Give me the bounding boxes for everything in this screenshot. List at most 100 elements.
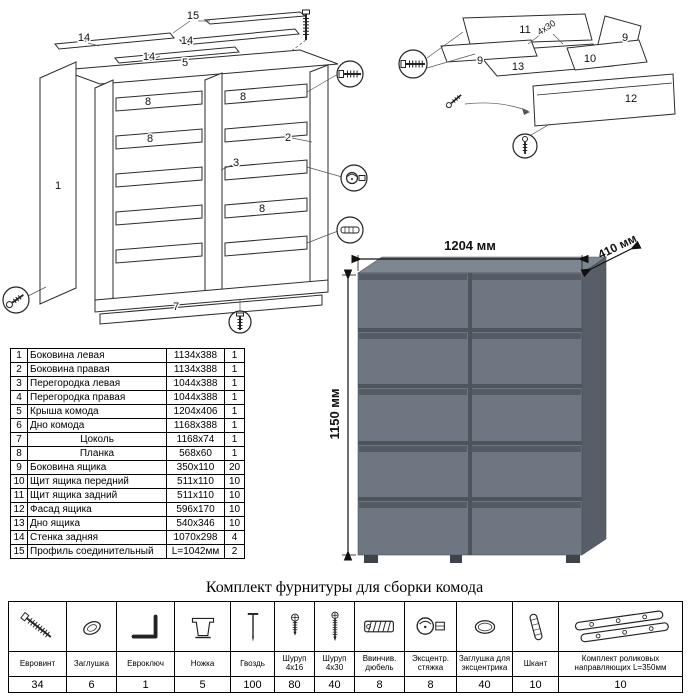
part-number-cell: 6 [10, 418, 28, 433]
part-size-cell: 1168x388 [166, 418, 225, 433]
body-left-wall-shape [94, 79, 114, 307]
part-qty-cell: 10 [224, 502, 245, 517]
drawer-front-shield-shape [566, 39, 648, 71]
part-callout-3: 3 [233, 157, 239, 169]
part-callout-13: 13 [512, 61, 524, 73]
screw-long-icon [330, 611, 339, 641]
part-callout-8a: 8 [145, 96, 151, 108]
part-number-cell: 3 [10, 376, 28, 391]
drawer-exploded-diagram: 11 9 9 13 10 12 4x30 [398, 13, 676, 159]
part-number-cell: 13 [10, 516, 28, 531]
part-qty-cell: 1 [224, 362, 245, 377]
part-callout-14c: 14 [143, 51, 155, 63]
part-size-cell: 1044x388 [166, 390, 225, 405]
part-size-cell: L=1042мм [166, 544, 225, 559]
part-name-cell: Дно комода [27, 418, 167, 433]
part-name-cell: Дно ящика [27, 516, 167, 531]
part-callout-8d: 8 [259, 203, 265, 215]
hardware-item-name: Комплект роликовых направляющих L=350мм [558, 651, 683, 677]
part-number-cell: 14 [10, 530, 28, 545]
part-qty-cell: 1 [224, 376, 245, 391]
part-row: 4 Перегородка правая 1044x388 1 [10, 390, 245, 405]
nail-icon [247, 612, 258, 642]
hardware-item-name: Евровинт [8, 651, 67, 677]
partition-shape [204, 72, 223, 300]
hardware-item-qty: 80 [274, 676, 315, 693]
hardware-item-name: Ввинчив. дюбель [354, 651, 405, 677]
drawer-back-panel-shape [462, 13, 593, 45]
euroscrew-callout-icon [338, 70, 361, 78]
part-number-cell: 2 [10, 362, 28, 377]
hardware-item-qty: 10 [512, 676, 559, 693]
part-number-cell: 15 [10, 544, 28, 559]
part-row: 15 Профиль соединительный L=1042мм 2 [10, 544, 245, 559]
part-number-cell: 8 [10, 446, 28, 461]
hardware-item-name: Заглушка для эксцентрика [456, 651, 513, 677]
part-callout-5: 5 [182, 57, 188, 69]
part-number-cell: 4 [10, 390, 28, 405]
part-size-cell: 1168x74 [166, 432, 225, 447]
part-name-cell: Перегородка правая [27, 390, 167, 405]
part-size-cell: 511x110 [166, 488, 225, 503]
cam-lock-icon [415, 616, 445, 635]
bolt-callout-icon [236, 312, 244, 330]
part-callout-14b: 14 [181, 35, 193, 47]
hardware-item-name: Шкант [512, 651, 559, 677]
part-row: 8 Планка 568x60 1 [10, 446, 245, 461]
hardware-kit-table: Евровинт Заглушка Евроключ Ножка Гвоздь … [8, 601, 683, 693]
hardware-item-qty: 6 [66, 676, 117, 693]
part-callout-12: 12 [625, 93, 637, 105]
bottom-panel-shape [94, 279, 329, 313]
confirmat-screw-icon [302, 9, 310, 40]
dresser-legs [364, 555, 580, 563]
hardware-item-name: Эксцентр. стяжка [404, 651, 457, 677]
part-number-cell: 5 [10, 404, 28, 419]
part-row: 13 Дно ящика 540x346 10 [10, 516, 245, 531]
drawer-handle-grooves [359, 274, 581, 508]
screw-short-icon [290, 613, 299, 636]
depth-dimension-label: 410 мм [596, 233, 639, 262]
profile-15-shape [203, 11, 307, 25]
part-qty-cell: 4 [224, 530, 245, 545]
part-number-cell: 7 [10, 432, 28, 447]
part-size-cell: 540x346 [166, 516, 225, 531]
cabinet-exploded-diagram: 15 14 14 14 5 1 8 8 8 8 2 3 7 [2, 9, 368, 334]
hardware-item-name: Шуруп 4x30 [314, 651, 355, 677]
part-row: 5 Крыша комода 1204x406 1 [10, 404, 245, 419]
part-qty-cell: 1 [224, 348, 245, 363]
top-panel-shape [61, 49, 339, 85]
plinth-shape [99, 294, 323, 325]
part-callout-14a: 14 [78, 32, 90, 44]
hardware-item-name: Заглушка [66, 651, 117, 677]
part-callout-9a: 9 [622, 32, 628, 44]
part-row: 9 Боковина ящика 350x110 20 [10, 460, 245, 475]
part-number-cell: 10 [10, 474, 28, 489]
part-row: 12 Фасад ящика 596x170 10 [10, 502, 245, 517]
part-row: 11 Щит ящика задний 511x110 10 [10, 488, 245, 503]
part-callout-8b: 8 [147, 133, 153, 145]
cam-lock-callout-icon [345, 171, 366, 185]
part-qty-cell: 1 [224, 446, 245, 461]
part-size-cell: 1070x298 [166, 530, 225, 545]
parts-list-table: 1 Боковина левая 1134x388 1 2 Боковина п… [10, 348, 245, 559]
hardware-item-name: Ножка [174, 651, 231, 677]
part-name-cell: Щит ящика задний [27, 488, 167, 503]
part-row: 1 Боковина левая 1134x388 1 [10, 348, 245, 363]
part-qty-cell: 10 [224, 474, 245, 489]
part-name-cell: Цоколь [27, 432, 167, 447]
leg-icon [191, 617, 214, 638]
part-size-cell: 596x170 [166, 502, 225, 517]
part-size-cell: 1134x388 [166, 362, 225, 377]
part-size-cell: 1204x406 [166, 404, 225, 419]
part-size-cell: 511x110 [166, 474, 225, 489]
part-qty-cell: 1 [224, 418, 245, 433]
hardware-item-qty: 8 [354, 676, 405, 693]
hex-key-icon [131, 614, 157, 638]
part-qty-cell: 2 [224, 544, 245, 559]
drawer-side-left-shape [440, 39, 538, 63]
part-name-cell: Планка [27, 446, 167, 461]
profile-14c-shape [114, 46, 240, 64]
part-qty-cell: 10 [224, 488, 245, 503]
cap-icon [82, 620, 101, 635]
